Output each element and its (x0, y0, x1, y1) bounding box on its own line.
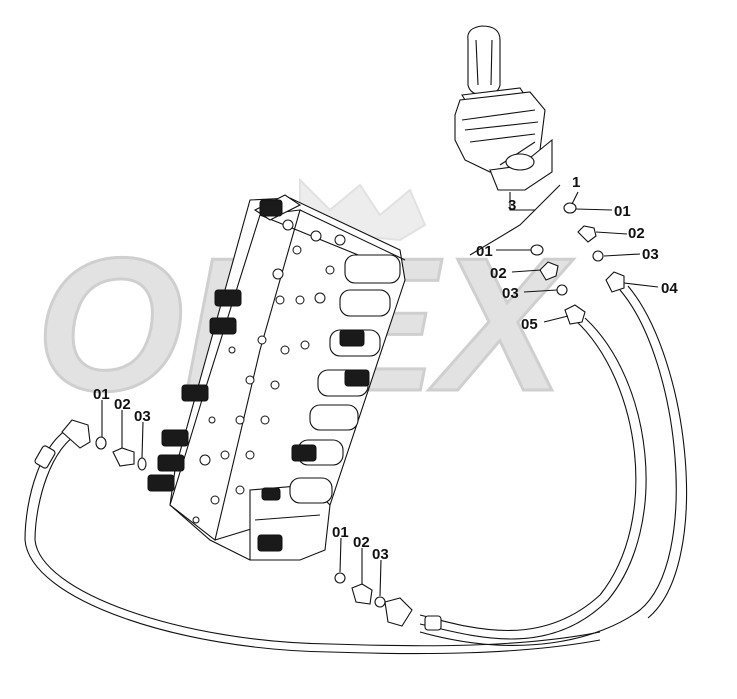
callout-3: 3 (508, 197, 516, 214)
callout-02-joystick: 02 (628, 225, 645, 242)
callout-03-bottom: 03 (372, 546, 389, 563)
callout-02-bottom: 02 (353, 534, 370, 551)
valve-spools (289, 254, 401, 504)
callout-05: 05 (521, 316, 538, 333)
hoses (24, 285, 688, 655)
joystick-fittings (530, 202, 625, 325)
port-fittings (147, 199, 370, 552)
callout-01-joystick: 01 (614, 203, 631, 220)
callout-04: 04 (661, 280, 678, 297)
bottom-fittings (334, 572, 386, 608)
callout-02-lower: 02 (490, 265, 507, 282)
callout-01-bottom: 01 (332, 524, 349, 541)
callout-03-left: 03 (134, 408, 151, 425)
callout-02-left: 02 (114, 396, 131, 413)
joystick-assembly (454, 25, 561, 256)
callout-03-lower: 03 (502, 285, 519, 302)
control-valve-block (147, 194, 406, 561)
callout-03-joystick: 03 (642, 246, 659, 263)
callout-01-lower: 01 (476, 243, 493, 260)
leader-lines (101, 191, 659, 597)
callout-labels: 1 01 02 03 04 3 01 02 03 05 01 02 03 01 … (93, 174, 678, 563)
left-fittings (95, 436, 147, 471)
callout-01-left: 01 (93, 386, 110, 403)
callout-1: 1 (572, 174, 580, 191)
